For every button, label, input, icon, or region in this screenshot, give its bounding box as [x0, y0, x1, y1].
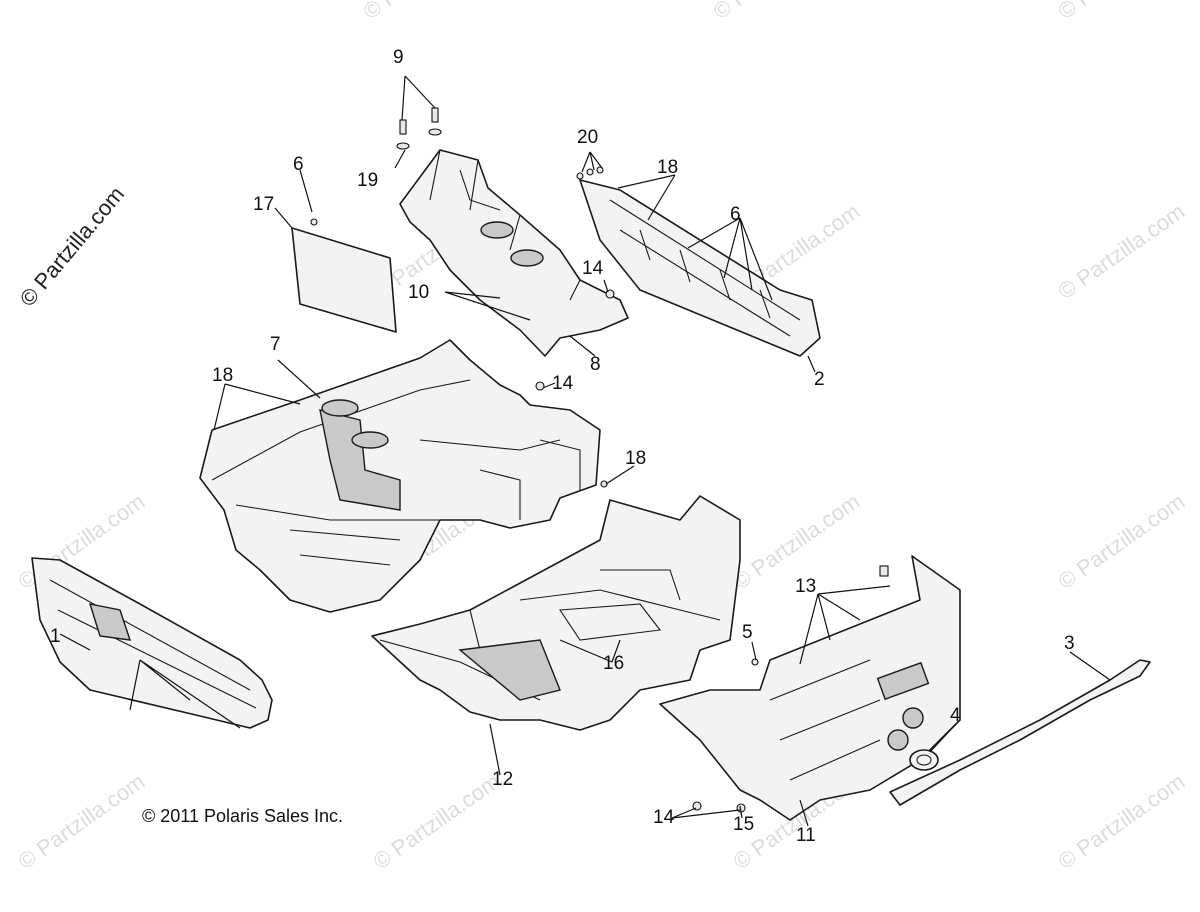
- part-8-console: [399, 149, 629, 357]
- callout-7: 7: [270, 334, 281, 355]
- watermark-text: © Partzilla.com: [709, 0, 845, 24]
- callout-14: 14: [552, 373, 574, 394]
- callout-14: 14: [582, 258, 604, 279]
- part-1-rocker-left: [31, 557, 273, 729]
- part-12-front-tub: [371, 495, 741, 731]
- callout-19: 19: [357, 170, 378, 191]
- watermark-text: © Partzilla.com: [1054, 0, 1190, 24]
- part-7-rear-tub: [199, 339, 601, 613]
- callout-6: 6: [730, 204, 741, 225]
- part-17-panel: [291, 218, 397, 333]
- callout-6: 6: [293, 154, 304, 175]
- callout-11: 11: [796, 825, 816, 846]
- callout-18: 18: [625, 448, 646, 469]
- callout-12: 12: [492, 769, 513, 790]
- callout-10: 10: [408, 282, 429, 303]
- part-3-shield: [889, 659, 1151, 806]
- callout-16: 16: [603, 653, 624, 674]
- partzilla-watermark: © Partzilla.com: [15, 182, 129, 312]
- callout-2: 2: [814, 369, 825, 390]
- callout-1: 1: [50, 626, 61, 647]
- watermark-text: © Partzilla.com: [1054, 769, 1190, 875]
- watermark-text: © Partzilla.com: [1054, 489, 1190, 595]
- watermark-text: © Partzilla.com: [1054, 199, 1190, 305]
- callout-20: 20: [577, 127, 598, 148]
- watermark-text: © Partzilla.com: [369, 769, 505, 875]
- watermark-text: © Partzilla.com: [14, 769, 150, 875]
- copyright-notice: © 2011 Polaris Sales Inc.: [142, 806, 343, 826]
- part-4-grommet: [909, 749, 939, 771]
- callout-9: 9: [393, 47, 404, 68]
- leader-lines: [59, 75, 1111, 827]
- callout-17: 17: [253, 194, 274, 215]
- callout-3: 3: [1064, 633, 1075, 654]
- callout-15: 15: [733, 814, 754, 835]
- callout-14: 14: [653, 807, 675, 828]
- callout-18: 18: [657, 157, 678, 178]
- watermark-text: © Partzilla.com: [359, 0, 495, 24]
- callout-13: 13: [795, 576, 816, 597]
- callout-labels: 9 19 6 17 20 18 6 14 10 8 2 7 18 14 18 1…: [50, 47, 1075, 846]
- callout-5: 5: [742, 622, 753, 643]
- part-11-bulkhead: [659, 555, 961, 821]
- callout-4: 4: [950, 705, 961, 726]
- part-2-rocker-right: [579, 179, 821, 357]
- callout-18: 18: [212, 365, 233, 386]
- callout-8: 8: [590, 354, 601, 375]
